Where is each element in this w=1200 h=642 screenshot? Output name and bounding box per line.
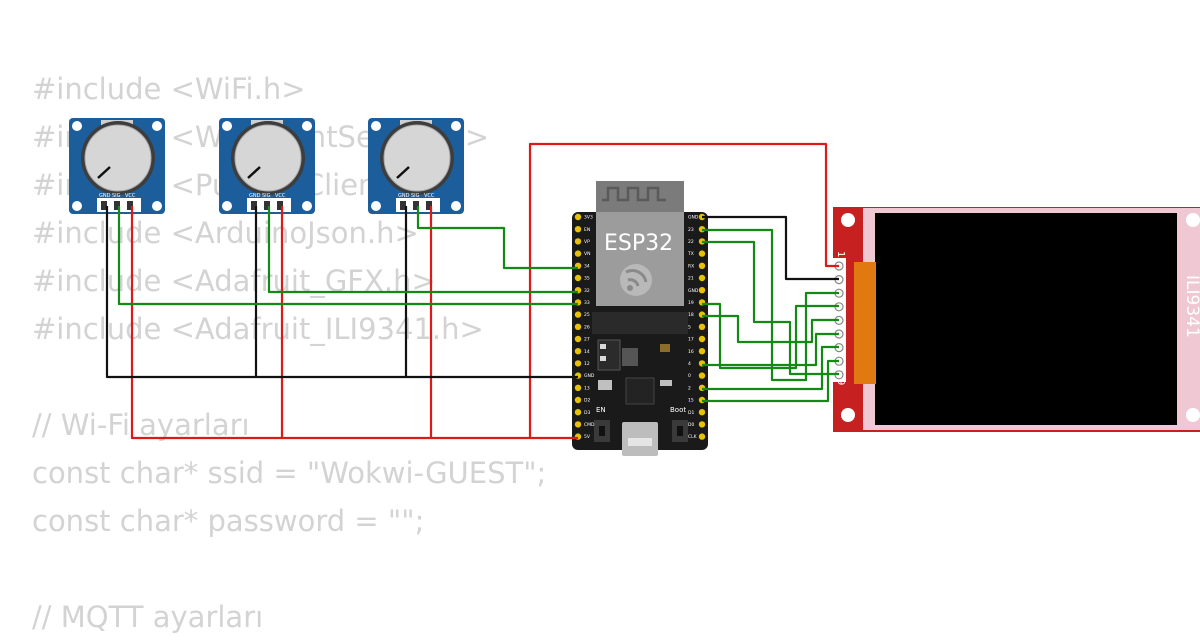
mount-hole <box>1186 408 1200 422</box>
green-wire <box>416 206 578 270</box>
wires <box>105 142 839 440</box>
esp32-pin-label: 35 <box>584 276 590 282</box>
esp32-pin-label: GND <box>688 288 699 294</box>
esp32-pin-label: GND <box>688 215 699 221</box>
code-line: const char* password = ""; <box>32 504 425 538</box>
display-screen <box>875 213 1177 425</box>
mount-hole <box>841 408 855 422</box>
esp32-pin-label: 27 <box>584 337 590 343</box>
esp32-pin-label: GND <box>584 373 595 379</box>
green-wire <box>702 359 839 403</box>
esp32-pin-label: D3 <box>584 410 590 416</box>
green-wire <box>702 332 839 367</box>
code-line: #include <WiFi.h> <box>32 72 306 106</box>
esp32-pin-label: VN <box>584 251 590 257</box>
esp32-pin-label: VP <box>584 239 590 245</box>
esp32-pin-label: CLK <box>688 434 698 440</box>
display-pin-first-label: 1 <box>835 251 846 257</box>
esp32-pin-label: 13 <box>584 385 590 391</box>
esp32-pin-label: 17 <box>688 337 694 343</box>
esp32-chip-label: ESP32 <box>604 231 673 256</box>
esp32-pin-label: D0 <box>688 422 694 428</box>
code-line: #include <ArduinoJson.h> <box>32 216 419 250</box>
pot-pin-label: VCC <box>424 193 435 199</box>
esp32-pin-label: RX <box>688 263 694 269</box>
red-wire <box>130 206 578 440</box>
code-line: const char* ssid = "Wokwi-GUEST"; <box>32 456 547 490</box>
esp32-pin-label: 16 <box>688 349 694 355</box>
pot-knob[interactable] <box>234 124 302 192</box>
green-wire <box>117 206 578 306</box>
pot-pin-label: SIG <box>112 193 121 199</box>
pot-pin-label: VCC <box>275 193 286 199</box>
esp32-pin-label: TX <box>687 251 694 257</box>
esp32-pin-label: EN <box>584 227 590 233</box>
green-wire <box>702 228 839 382</box>
esp32-pin-label: 26 <box>584 324 590 330</box>
mount-hole <box>1186 213 1200 227</box>
mount-hole <box>841 213 855 227</box>
code-line: // Wi-Fi ayarları <box>32 408 250 442</box>
esp32-pin-label: 3V3 <box>584 215 593 221</box>
esp32-pin-label: 2 <box>688 385 691 391</box>
esp32-pin-label: CMD <box>584 422 595 428</box>
code-line: // MQTT ayarları <box>32 600 264 634</box>
esp32-pin-label: 18 <box>688 312 694 318</box>
esp32-pin-label: 33 <box>584 300 590 306</box>
esp32-pin-label: 23 <box>688 227 694 233</box>
display-model-label: ILI9341 <box>1182 275 1200 338</box>
pot-knob[interactable] <box>383 124 451 192</box>
green-wire <box>267 206 578 294</box>
esp32-pin-label: 15 <box>688 398 694 404</box>
boot-button-label: Boot <box>670 406 686 414</box>
esp32-pin-label: 19 <box>688 300 694 306</box>
pot-pin-label: SIG <box>262 193 271 199</box>
wifi-antenna <box>596 181 684 213</box>
esp32-pin-label: 21 <box>688 276 694 282</box>
pot-pin-label: VCC <box>125 193 136 199</box>
red-wire <box>528 142 839 438</box>
esp32-pin-label: 22 <box>688 239 694 245</box>
esp32-pin-label: 25 <box>584 312 590 318</box>
esp32-pin-label: 4 <box>688 361 691 367</box>
pot-knob[interactable] <box>84 124 152 192</box>
esp32-pin-label: 0 <box>688 373 691 379</box>
usb-chip <box>625 377 655 405</box>
esp32-pin-label: 32 <box>584 288 590 294</box>
espressif-logo-icon <box>620 264 652 296</box>
green-wire <box>702 302 839 370</box>
display-pin-last-label: 9 <box>835 379 846 385</box>
pot-pin-label: GND <box>249 193 261 199</box>
pot-pin-label: GND <box>99 193 111 199</box>
esp32-pin-label: 5 <box>688 324 691 330</box>
green-wire <box>702 314 839 344</box>
esp32-pin-label: D2 <box>584 398 590 404</box>
esp32-pin-label: 12 <box>584 361 590 367</box>
black-wire <box>105 206 578 379</box>
pot-pin-label: SIG <box>411 193 420 199</box>
esp32-pin-label: 5V <box>584 434 591 440</box>
black-wire <box>702 215 839 281</box>
esp32-pin-label: D1 <box>688 410 694 416</box>
esp32-pin-label: 14 <box>584 349 590 355</box>
ili9341-display[interactable]: ILI9341 1 9 <box>832 207 1200 432</box>
pot-pin-label: GND <box>398 193 410 199</box>
en-button-label: EN <box>596 406 606 414</box>
esp32-pin-label: 34 <box>584 263 590 269</box>
green-wire <box>702 240 839 376</box>
green-wire <box>702 345 839 391</box>
